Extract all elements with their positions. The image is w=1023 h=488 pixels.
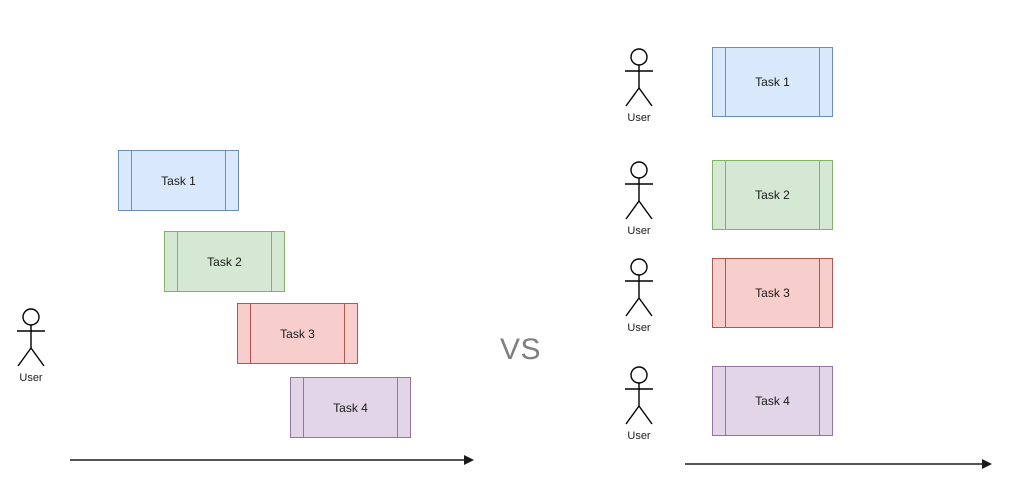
process-rail-right [271,231,272,292]
task-box-parallel-timeline-2[interactable]: Task 3 [712,258,833,328]
process-rail-left [725,258,726,328]
actor-label: User [627,322,651,334]
process-rail-right [344,303,345,364]
process-rail-right [819,366,820,436]
task-label: Task 3 [280,326,315,341]
actor-parallel-timeline-2: User [622,258,656,335]
task-label: Task 1 [161,173,196,188]
task-box-staggered-timeline-3[interactable]: Task 4 [290,377,411,438]
arrow-right-icon [685,459,992,469]
task-label: Task 4 [333,400,368,415]
task-label: Task 1 [755,75,790,89]
actor-label: User [19,372,43,384]
stick-figure-icon [625,161,653,220]
time-axis-right [685,457,992,471]
process-rail-left [725,366,726,436]
task-box-parallel-timeline-3[interactable]: Task 4 [712,366,833,436]
process-rail-left [131,150,132,211]
actor-label: User [627,430,651,442]
process-rail-right [225,150,226,211]
actor-parallel-timeline-3: User [622,366,656,443]
task-label: Task 3 [755,286,790,300]
arrow-right-icon [70,455,474,465]
process-rail-right [819,160,820,230]
actor-label: User [627,112,651,124]
stick-figure-icon [625,366,653,425]
stick-figure-icon [17,308,45,367]
task-label: Task 2 [207,254,242,269]
process-rail-left [725,160,726,230]
task-label: Task 4 [755,394,790,408]
process-rail-left [177,231,178,292]
vs-label: VS [500,333,542,366]
stick-figure-icon [625,258,653,317]
actor-label: User [627,225,651,237]
process-rail-left [725,47,726,117]
stick-figure-icon [625,48,653,107]
time-axis-left [70,453,474,467]
process-rail-right [819,47,820,117]
process-rail-left [250,303,251,364]
task-label: Task 2 [755,188,790,202]
task-box-parallel-timeline-0[interactable]: Task 1 [712,47,833,117]
task-box-staggered-timeline-0[interactable]: Task 1 [118,150,239,211]
actor-parallel-timeline-1: User [622,161,656,238]
process-rail-left [303,377,304,438]
task-box-parallel-timeline-1[interactable]: Task 2 [712,160,833,230]
task-box-staggered-timeline-2[interactable]: Task 3 [237,303,358,364]
actor-staggered-timeline-0: User [14,308,48,385]
process-rail-right [397,377,398,438]
process-rail-right [819,258,820,328]
task-box-staggered-timeline-1[interactable]: Task 2 [164,231,285,292]
actor-parallel-timeline-0: User [622,48,656,125]
